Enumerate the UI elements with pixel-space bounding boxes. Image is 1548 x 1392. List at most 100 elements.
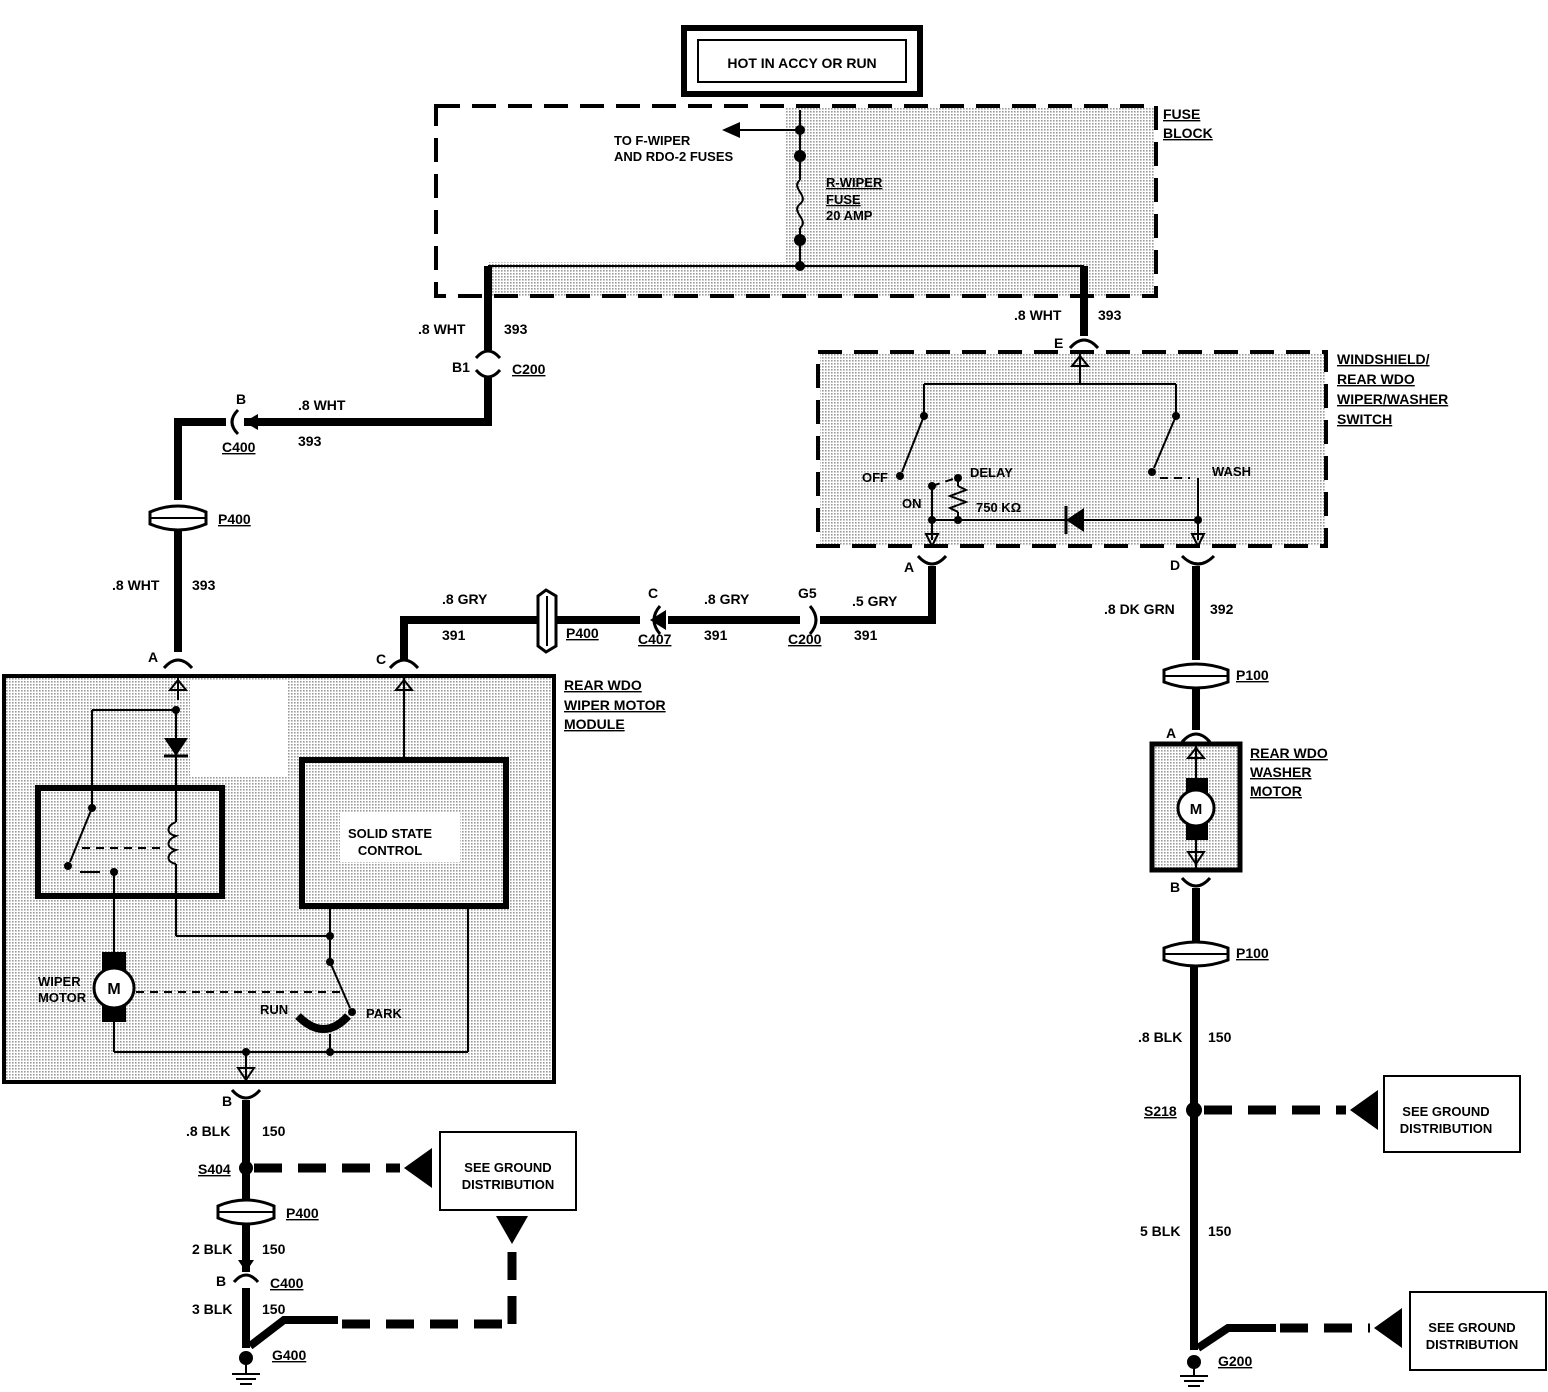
fuse-icon	[796, 179, 804, 229]
resistor-label: 750 KΩ	[976, 500, 1021, 515]
diode-icon	[1066, 508, 1084, 532]
wire-label: 391	[704, 627, 728, 643]
wire-label: .8 WHT	[298, 397, 346, 413]
fuse-label-1: R-WIPER	[826, 175, 883, 190]
hot-in-accy-or-run-box: HOT IN ACCY OR RUN	[681, 25, 923, 97]
wire-label: .8 GRY	[704, 591, 750, 607]
solid-state-label-2: CONTROL	[358, 843, 422, 858]
pin-label: A	[1166, 725, 1176, 741]
wire-label: 393	[298, 433, 322, 449]
wire-label: 150	[262, 1123, 286, 1139]
wire-label: .8 WHT	[112, 577, 160, 593]
connector-label: S404	[198, 1161, 231, 1177]
wire-label: .8 WHT	[1014, 307, 1062, 323]
module-name-3: MODULE	[564, 716, 625, 732]
switch-on-label: ON	[902, 496, 922, 511]
to-fuses-label-1: TO F-WIPER	[614, 133, 691, 148]
wire-label: 150	[262, 1241, 286, 1257]
wire-label: 150	[1208, 1029, 1232, 1045]
wire-label: 393	[1098, 307, 1122, 323]
ground-box-label: DISTRIBUTION	[1400, 1121, 1492, 1136]
wire-label: 2 BLK	[192, 1241, 232, 1257]
fuse-block: FUSE BLOCK TO F-WIPER AND RDO-2 FUSES R-…	[434, 104, 1213, 298]
wire-label: 5 BLK	[1140, 1223, 1180, 1239]
pin-label: B	[1170, 879, 1180, 895]
ground-box-label: DISTRIBUTION	[462, 1177, 554, 1192]
connector-label: C200	[512, 361, 546, 377]
wire-label: 393	[504, 321, 528, 337]
pin-label: D	[1170, 557, 1180, 573]
wiper-motor-label-2: MOTOR	[38, 990, 87, 1005]
wire-label: 391	[442, 627, 466, 643]
ground-arrow-icon	[404, 1148, 432, 1188]
washer-motor-icon: M	[1176, 778, 1216, 840]
connector-label: G5	[798, 585, 817, 601]
ground-distribution-box	[1409, 1291, 1547, 1371]
ground-box-label: SEE GROUND	[464, 1160, 551, 1175]
connector-label: P100	[1236, 667, 1269, 683]
ground-distribution-box	[1383, 1075, 1521, 1153]
connector-label: B	[216, 1273, 226, 1289]
connector-label: C407	[638, 631, 672, 647]
wire-label: 150	[1208, 1223, 1232, 1239]
washer-motor-name-2: WASHER	[1250, 764, 1311, 780]
switch-delay-label: DELAY	[970, 465, 1013, 480]
wire-label: .5 GRY	[852, 593, 898, 609]
wiper-washer-switch: WINDSHIELD/ REAR WDO WIPER/WASHER SWITCH…	[816, 350, 1448, 549]
connector-label: C400	[270, 1275, 304, 1291]
page-title: HOT IN ACCY OR RUN	[727, 55, 876, 71]
svg-text:M: M	[107, 981, 120, 998]
wire-label: 391	[854, 627, 878, 643]
switch-name-4: SWITCH	[1337, 411, 1392, 427]
pin-label: A	[148, 649, 158, 665]
wire-label: .8 BLK	[1138, 1029, 1182, 1045]
wire-label: 392	[1210, 601, 1234, 617]
run-label: RUN	[260, 1002, 288, 1017]
ground-box-label: DISTRIBUTION	[1426, 1337, 1518, 1352]
module-name-1: REAR WDO	[564, 677, 642, 693]
switch-name-1: WINDSHIELD/	[1337, 351, 1430, 367]
ground-arrow-icon	[1374, 1308, 1402, 1348]
wiper-motor-icon: M	[92, 952, 136, 1022]
to-fuses-label-2: AND RDO-2 FUSES	[614, 149, 734, 164]
switch-name-3: WIPER/WASHER	[1337, 391, 1448, 407]
ground-arrow-icon	[1350, 1090, 1378, 1130]
solid-state-control-box	[299, 757, 509, 909]
connector-label: C	[648, 585, 658, 601]
pin-label: C	[376, 651, 386, 667]
pin-label: A	[904, 559, 914, 575]
connector-label: B	[236, 391, 246, 407]
relay-box	[35, 785, 225, 899]
wire-label: 393	[192, 577, 216, 593]
connector-label: P100	[1236, 945, 1269, 961]
wire-label: .8 DK GRN	[1104, 601, 1175, 617]
connector-label: G400	[272, 1347, 306, 1363]
connector-label: P400	[286, 1205, 319, 1221]
wiper-motor-label-1: WIPER	[38, 974, 81, 989]
park-label: PARK	[366, 1006, 402, 1021]
pin-label: B	[222, 1093, 232, 1109]
fuse-label-2: FUSE	[826, 192, 861, 207]
connector-label: P400	[218, 511, 251, 527]
fuse-block-name-2: BLOCK	[1163, 125, 1213, 141]
fuse-block-name-1: FUSE	[1163, 106, 1200, 122]
connector-label: S218	[1144, 1103, 1177, 1119]
wire-label: .8 GRY	[442, 591, 488, 607]
washer-motor-name-1: REAR WDO	[1250, 745, 1328, 761]
ground-distribution-box	[439, 1131, 577, 1211]
wiper-motor-module: SOLID STATE CONTROL M WIPER MOTOR RUN PA…	[2, 649, 666, 1084]
washer-motor: M REAR WDO WASHER MOTOR	[1149, 741, 1328, 873]
svg-text:M: M	[1190, 801, 1203, 818]
ground-box-label: SEE GROUND	[1428, 1320, 1515, 1335]
switch-wash-label: WASH	[1212, 464, 1251, 479]
diode-icon	[164, 738, 188, 756]
connector-label: C200	[788, 631, 822, 647]
arrow-left-icon	[722, 122, 740, 138]
wire-label: 150	[262, 1301, 286, 1317]
ground-arrow-icon	[496, 1216, 528, 1244]
run-contact	[295, 1013, 351, 1033]
connector-label: B1	[452, 359, 470, 375]
ground-box-label: SEE GROUND	[1402, 1104, 1489, 1119]
